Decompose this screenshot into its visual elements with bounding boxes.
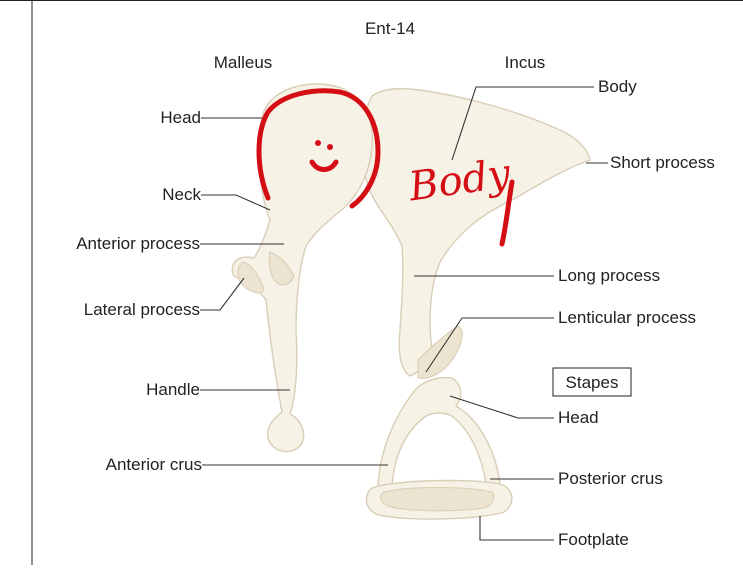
label-lateral-process: Lateral process [84, 300, 200, 319]
footplate-inner [381, 488, 494, 511]
label-short-process: Short process [610, 153, 715, 172]
stapes-heading: Stapes [566, 373, 619, 392]
label-malleus-head: Head [160, 108, 201, 127]
stapes-bone [366, 378, 511, 519]
leader-neck [201, 195, 270, 210]
label-posterior-crus: Posterior crus [558, 469, 663, 488]
label-footplate: Footplate [558, 530, 629, 549]
label-lenticular-process: Lenticular process [558, 308, 696, 327]
label-handle: Handle [146, 380, 200, 399]
smiley-eye-right [327, 144, 333, 150]
incus-bone [362, 89, 590, 379]
malleus-heading: Malleus [214, 53, 273, 72]
label-long-process: Long process [558, 266, 660, 285]
leader-lateral-process [200, 278, 244, 310]
incus-heading: Incus [505, 53, 546, 72]
smiley-eye-left [315, 140, 321, 146]
label-anterior-process: Anterior process [76, 234, 200, 253]
leader-footplate [480, 516, 554, 540]
label-neck: Neck [162, 185, 201, 204]
label-stapes-head: Head [558, 408, 599, 427]
label-anterior-crus: Anterior crus [106, 455, 202, 474]
label-incus-body: Body [598, 77, 637, 96]
malleus-bone [232, 84, 372, 452]
figure-id: Ent-14 [365, 19, 415, 38]
